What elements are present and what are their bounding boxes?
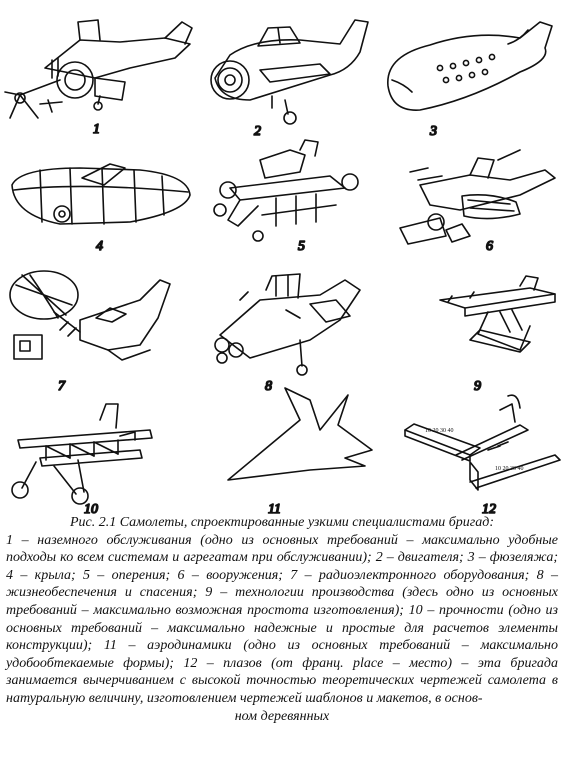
caption-title: Рис. 2.1 Самолеты, спроектированные узки… [69, 515, 494, 530]
panel-number-7: 7 [58, 379, 66, 394]
panel-number-4: 4 [96, 239, 103, 254]
panel-number-8: 8 [265, 379, 272, 394]
plane-10-drawing [12, 404, 152, 504]
plane-5-drawing [214, 140, 358, 241]
plane-2-drawing [211, 20, 368, 124]
panel-number-1: 1 [93, 122, 100, 137]
svg-text:10 20 30 40: 10 20 30 40 [425, 428, 454, 434]
panel-number-5: 5 [298, 239, 305, 254]
panel-number-2: 2 [254, 124, 261, 139]
panel-number-3: 3 [429, 124, 437, 139]
figure-caption: Рис. 2.1 Самолеты, спроектированные узки… [6, 514, 558, 725]
plane-6-drawing [400, 150, 555, 244]
caption-tail: ном деревянных [234, 708, 330, 724]
plane-11-drawing [228, 388, 372, 480]
svg-text:10 20 30 40: 10 20 30 40 [495, 466, 524, 472]
caption-body: 1 – наземного обслуживания (одно из осно… [6, 532, 558, 706]
plane-3-drawing [388, 22, 552, 110]
plane-12-drawing: 10 20 30 40 10 20 30 40 [405, 395, 560, 490]
panel-number-10: 10 [84, 502, 98, 515]
plane-9-drawing [440, 276, 555, 352]
panel-number-12: 12 [482, 502, 496, 515]
plane-4-drawing [12, 164, 190, 224]
panel-number-11: 11 [268, 502, 281, 515]
plane-8-drawing [215, 274, 360, 375]
aircraft-illustration-grid: 10 20 30 40 10 20 30 40 1 2 3 4 5 6 7 8 … [0, 0, 564, 515]
panel-number-6: 6 [486, 239, 493, 254]
plane-1-drawing [5, 20, 192, 118]
plane-7-drawing [10, 271, 170, 360]
panel-number-9: 9 [474, 379, 481, 394]
